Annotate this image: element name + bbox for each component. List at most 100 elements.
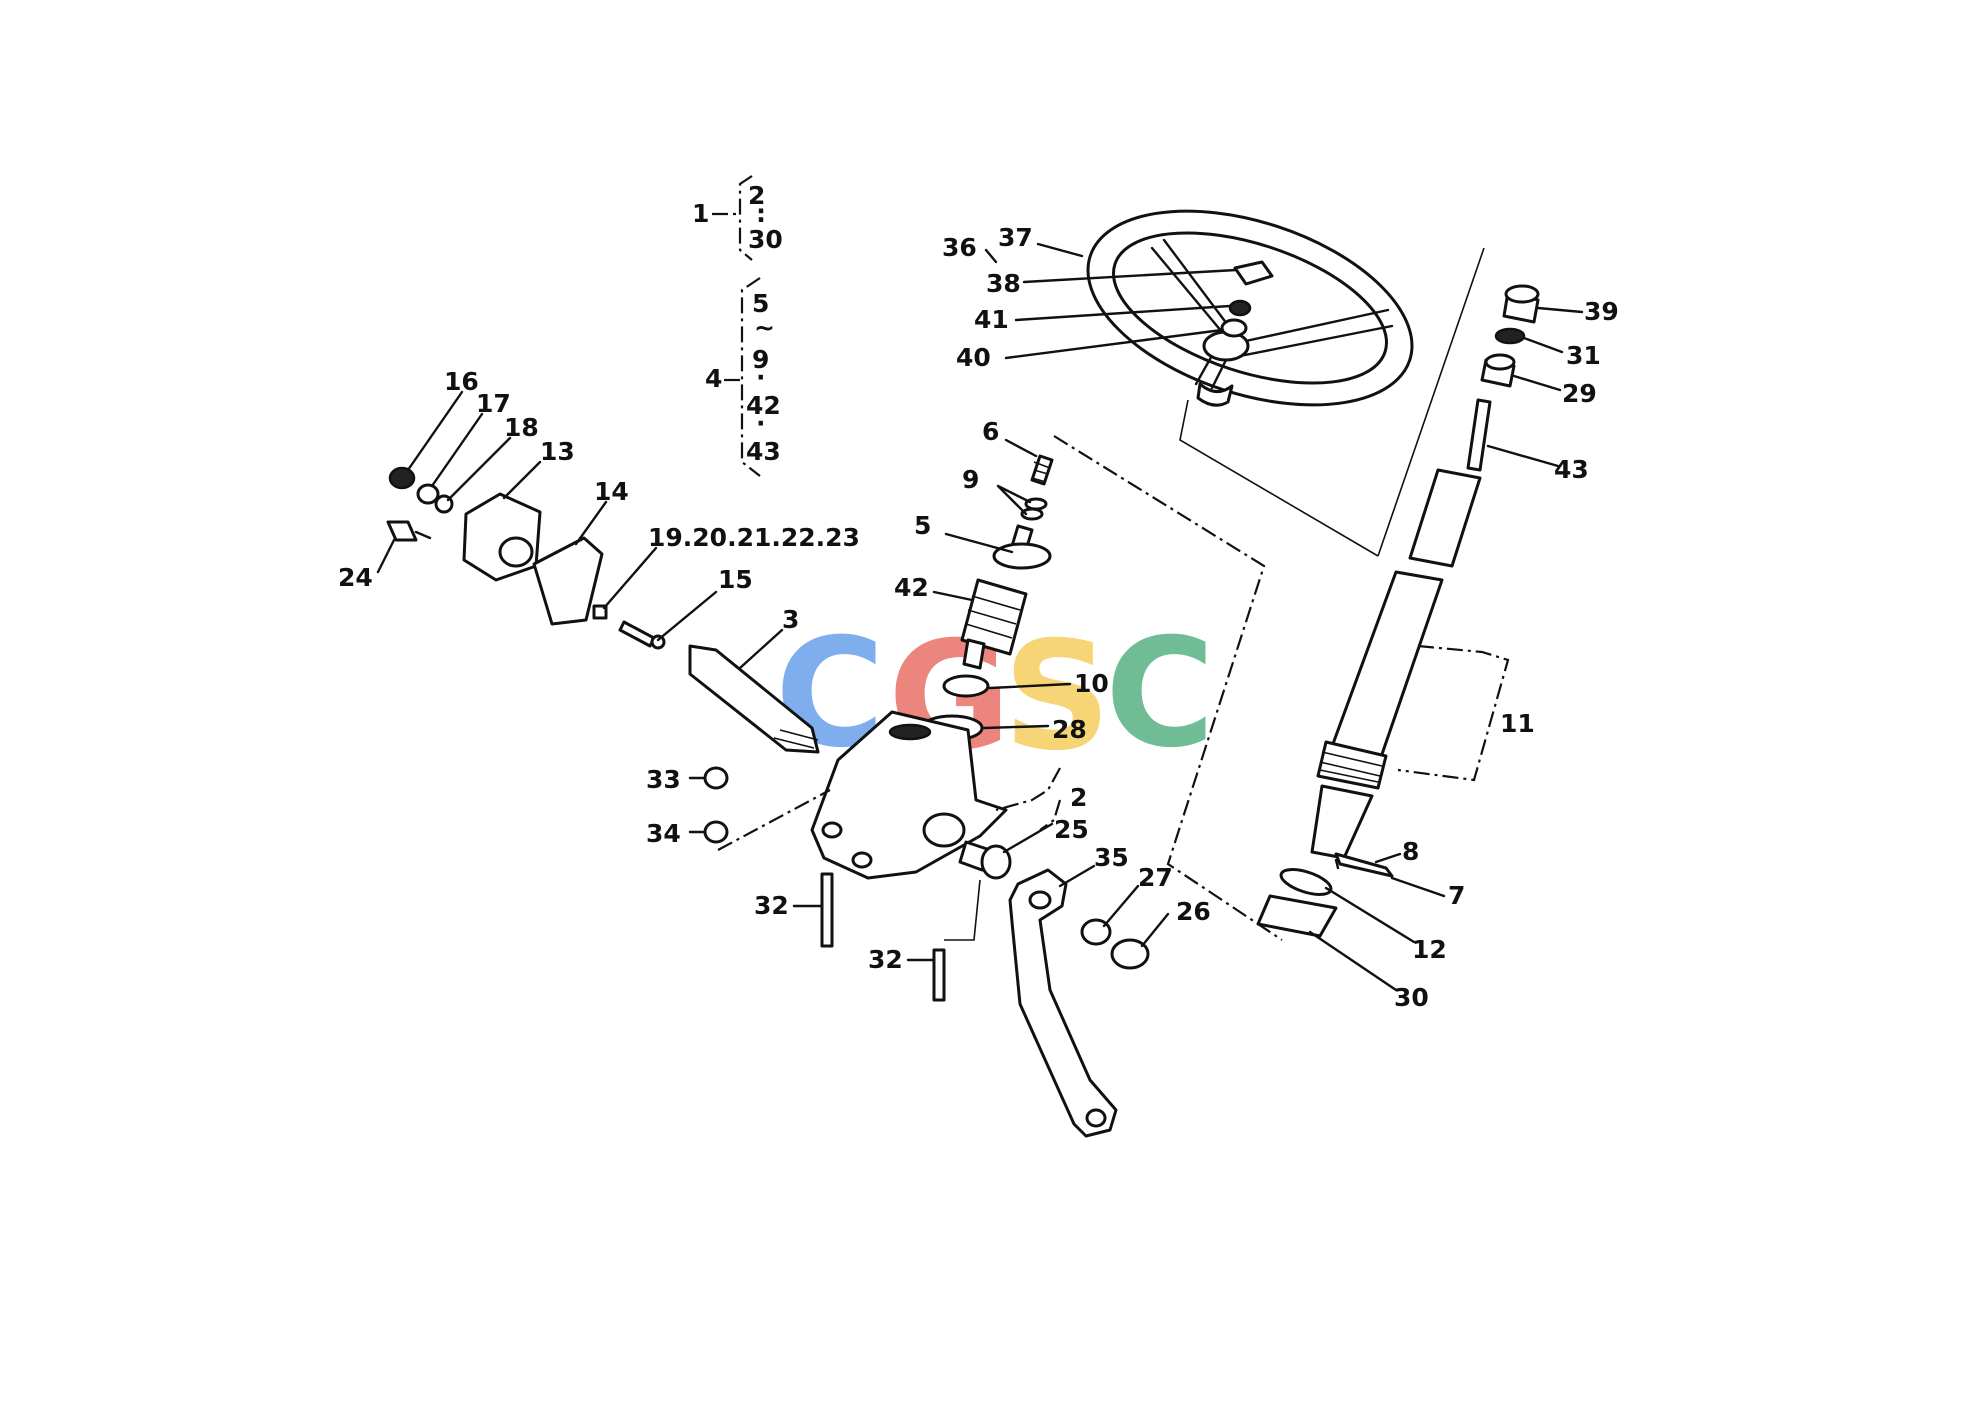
label-41: 41	[974, 305, 1009, 334]
part-38-emblem	[1233, 260, 1274, 286]
column-thread-lines	[1319, 751, 1383, 783]
group-1-item-30: 30	[748, 225, 783, 254]
label-25: 25	[1054, 815, 1089, 844]
leader-38	[1022, 268, 1238, 284]
label-32-b: 32	[868, 945, 903, 974]
leader-13	[502, 460, 542, 500]
wheel-hub-bottom	[1196, 382, 1234, 407]
leader-17	[430, 412, 484, 488]
part-3-spline	[773, 729, 819, 749]
label-27: 27	[1138, 863, 1173, 892]
leader-27	[1102, 884, 1140, 928]
part-17-washer	[416, 483, 440, 505]
leader-18	[446, 436, 512, 502]
label-40: 40	[956, 343, 991, 372]
leader-8	[1374, 852, 1402, 864]
group-4-item-tilde: ~	[754, 313, 775, 342]
part-39-top	[1504, 284, 1540, 304]
column-guide-upper	[1377, 247, 1485, 557]
part-25-seal	[980, 844, 1012, 880]
leader-43	[1486, 444, 1560, 468]
label-28: 28	[1052, 715, 1087, 744]
leader-28	[982, 724, 1050, 730]
worm-lower-shaft	[962, 638, 986, 670]
label-36: 36	[942, 233, 977, 262]
housing-bore	[922, 812, 966, 848]
wheel-spoke-1	[1150, 238, 1238, 338]
leader-42	[932, 590, 974, 602]
label-5: 5	[914, 511, 931, 540]
label-2: 2	[1070, 783, 1087, 812]
part-43-shaft-top	[1466, 398, 1492, 472]
leader-31	[1522, 336, 1564, 354]
label-6: 6	[982, 417, 999, 446]
part-5-collar	[992, 542, 1052, 570]
part-16-nut	[388, 466, 416, 490]
part-6-spring	[1030, 454, 1054, 486]
label-13: 13	[540, 437, 575, 466]
label-12: 12	[1412, 935, 1447, 964]
part-11-bracket	[1397, 644, 1510, 782]
group-4-label: 4	[705, 364, 722, 393]
housing-bolt-hole-a	[821, 821, 843, 839]
column-lower-end	[1310, 784, 1374, 860]
part-35-arm-bore	[1028, 890, 1052, 910]
part-11-column-thread	[1316, 740, 1388, 790]
label-15: 15	[718, 565, 753, 594]
part-labels: 16 17 18 13 14 24 19.20.21.22.23 15 3 33…	[338, 223, 1619, 1012]
part-24-shank	[414, 530, 432, 540]
group-4-brace	[740, 277, 761, 477]
part-43-shaft	[1408, 468, 1482, 568]
group-1-item-2: 2	[748, 181, 765, 210]
group-1-label: 1	[692, 199, 709, 228]
part-33-nut	[703, 766, 729, 790]
leader-25	[1002, 822, 1054, 854]
leader-9	[996, 484, 1032, 516]
leader-6	[1004, 438, 1038, 458]
label-43: 43	[1554, 455, 1589, 484]
label-35: 35	[1094, 843, 1129, 872]
label-33: 33	[646, 765, 681, 794]
label-8: 8	[1402, 837, 1419, 866]
leader-lines	[376, 242, 1584, 992]
steering-wheel	[1086, 209, 1414, 557]
leader-15	[656, 590, 718, 642]
pitman-arm	[1008, 868, 1150, 1138]
watermark-letter-c2: C	[1105, 607, 1215, 781]
leader-5	[944, 532, 1014, 554]
label-42: 42	[894, 573, 929, 602]
leader-39	[1536, 306, 1584, 314]
part-26-nut	[1110, 938, 1150, 970]
watermark-letter-s: S	[1003, 610, 1111, 784]
group-4-bracket: 4 5 ~ 9 · 42 · 43	[705, 277, 781, 477]
group-4-item-5: 5	[752, 289, 769, 318]
leader-36	[984, 248, 998, 264]
leader-29	[1512, 374, 1562, 392]
part-40-washer	[1220, 318, 1248, 338]
leader-7	[1390, 876, 1446, 898]
part-29-top	[1484, 353, 1516, 371]
wheel-spoke-2	[1230, 308, 1394, 358]
leader-37	[1036, 242, 1084, 258]
wheel-hub	[1202, 330, 1250, 362]
wheel-to-column-guide	[1179, 399, 1379, 557]
label-9: 9	[962, 465, 979, 494]
part-6-coils	[1031, 461, 1051, 483]
part-19-23-shim	[592, 604, 608, 620]
label-31: 31	[1566, 341, 1601, 370]
leader-12	[1324, 886, 1416, 944]
column-to-gearbox-leader	[1053, 435, 1283, 941]
part-8-pin	[1334, 852, 1394, 878]
group-4-item-43: 43	[746, 437, 781, 466]
leader-41	[1014, 304, 1232, 322]
part-35-arm	[1008, 868, 1118, 1138]
group-4-item-dot2: ·	[756, 409, 766, 438]
part-3-sector-shaft	[688, 644, 820, 754]
label-26: 26	[1176, 897, 1211, 926]
label-10: 10	[1074, 669, 1109, 698]
leader-8-stub	[1334, 858, 1340, 870]
leader-26	[1140, 912, 1170, 948]
group-1-brace	[738, 175, 753, 261]
